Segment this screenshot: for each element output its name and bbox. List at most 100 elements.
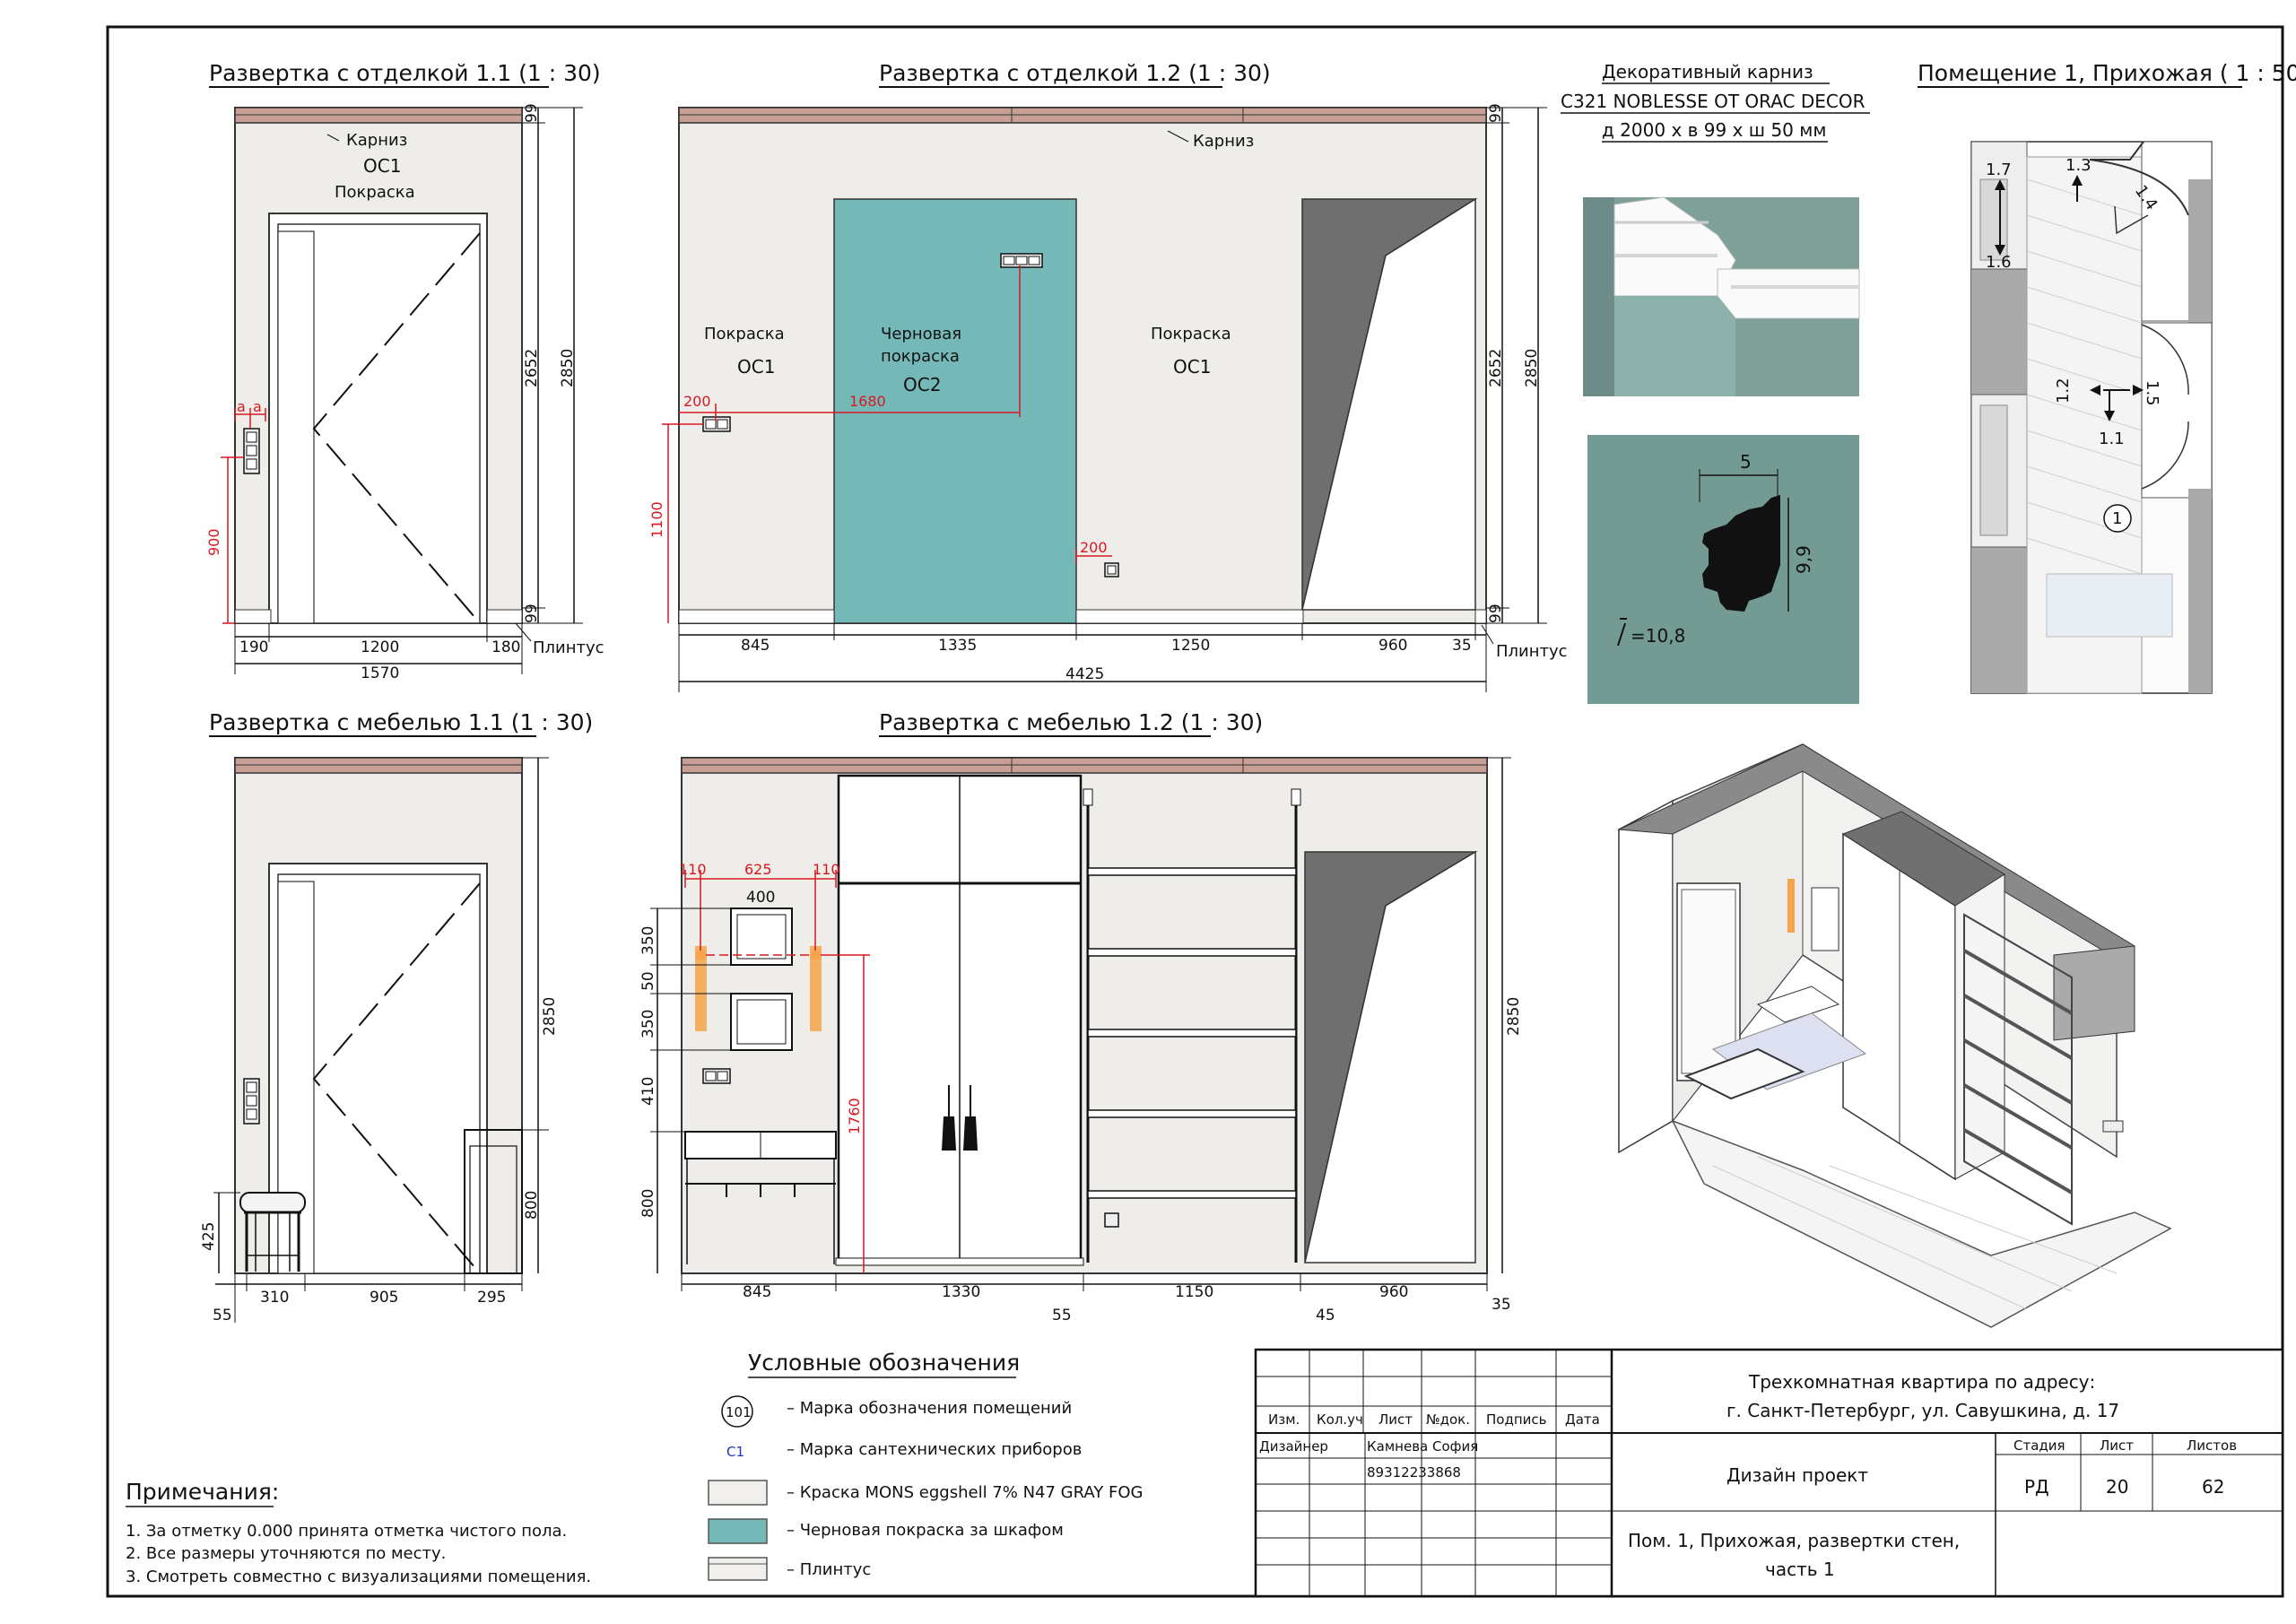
- view-title: Развертка с мебелью 1.2 (1 : 30): [879, 709, 1263, 735]
- legend: Условные обозначения 101 – Марка обознач…: [708, 1350, 1144, 1581]
- cornice-profile-shape: [1702, 495, 1780, 612]
- note-2: 2. Все размеры уточняются по месту.: [126, 1544, 446, 1563]
- dim-800: 800: [639, 1189, 657, 1218]
- view-wall-1-1-furniture: Развертка с мебелью 1.1 (1 : 30) 2850 80…: [200, 709, 593, 1324]
- dim-180: 180: [491, 638, 520, 656]
- dim-2850: 2850: [1505, 997, 1523, 1036]
- tb-sheet-title-1: Пом. 1, Прихожая, развертки стен,: [1628, 1530, 1960, 1551]
- label-plinth: Плинтус: [1496, 642, 1568, 661]
- plan-mark-1-5: 1.5: [2143, 380, 2161, 406]
- dim-99-bottom: 99: [523, 604, 541, 623]
- label-paint-right: Покраска: [1151, 325, 1231, 343]
- dim-350-top: 350: [639, 926, 657, 955]
- plan-mark-1-2: 1.2: [2054, 378, 2073, 404]
- open-shelving: [1083, 788, 1301, 1263]
- tb-doc-type: Дизайн проект: [1726, 1464, 1868, 1486]
- legend-item-rough-paint: – Черновая покраска за шкафом: [787, 1521, 1064, 1540]
- wall-lamp-left: [695, 946, 707, 1031]
- view-wall-1-1-finish: Развертка с отделкой 1.1 (1 : 30) Карниз…: [205, 60, 604, 682]
- dim-55: 55: [213, 1307, 232, 1324]
- angle-label: =10,8: [1631, 625, 1685, 647]
- isometric-view: [1617, 743, 2172, 1328]
- cornice-title-3: д 2000 х в 99 х ш 50 мм: [1602, 119, 1826, 141]
- iso-shelving: [1963, 913, 2073, 1226]
- label-cornice: Карниз: [346, 131, 407, 150]
- dim-190: 190: [239, 638, 268, 656]
- label-oc1: ОС1: [363, 155, 401, 177]
- plan-title: Помещение 1, Прихожая ( 1 : 50): [1918, 60, 2296, 86]
- dim-red-a2: a: [253, 398, 262, 415]
- cornice-title-1: Декоративный карниз: [1602, 61, 1813, 83]
- tb-header-list: Лист: [1378, 1411, 1413, 1428]
- dim-red-a1: a: [237, 398, 246, 415]
- dim-red-110-right: 110: [813, 861, 840, 878]
- cornice-detail: Декоративный карниз C321 NOBLESSE ОТ ORA…: [1561, 61, 1870, 704]
- legend-item-paint: – Краска MONS eggshell 7% N47 GRAY FOG: [787, 1483, 1144, 1502]
- label-rough-2: покраска: [881, 347, 960, 366]
- stool: [239, 1192, 306, 1272]
- tb-header-date: Дата: [1565, 1411, 1600, 1428]
- tb-designer-name: Камнева София: [1367, 1438, 1478, 1455]
- dim-99-bottom: 99: [1487, 604, 1505, 623]
- dim-red-900: 900: [205, 528, 222, 556]
- view-title: Развертка с мебелью 1.1 (1 : 30): [209, 709, 593, 735]
- rough-paint-area: [833, 198, 1077, 624]
- dim-1330: 1330: [942, 1283, 980, 1301]
- dim-red-625: 625: [744, 861, 772, 878]
- room-number: 1: [2112, 509, 2122, 528]
- tb-header-kol: Кол.уч: [1317, 1411, 1363, 1428]
- dim-1250: 1250: [1171, 637, 1210, 655]
- dim-800: 800: [523, 1191, 541, 1220]
- plan-mark-1-6: 1.6: [1986, 253, 2012, 272]
- dim-45: 45: [1316, 1307, 1335, 1324]
- dim-50: 50: [639, 971, 657, 991]
- dim-55: 55: [1052, 1307, 1072, 1324]
- label-cornice: Карниз: [1193, 132, 1254, 151]
- notes-title: Примечания:: [126, 1479, 279, 1505]
- dim-400: 400: [746, 889, 775, 907]
- dim-1200: 1200: [361, 638, 399, 656]
- iso-floor: [1671, 1119, 2172, 1328]
- dim-2850: 2850: [559, 349, 577, 387]
- dim-350-bottom: 350: [639, 1010, 657, 1038]
- plan-mark-1-1: 1.1: [2099, 430, 2125, 448]
- tb-project-line-1: Трехкомнатная квартира по адресу:: [1748, 1371, 2095, 1393]
- legend-item-fixture-mark: – Марка сантехнических приборов: [787, 1440, 1082, 1459]
- dim-cornice-height: 9,9: [1793, 545, 1814, 574]
- dim-1150: 1150: [1175, 1283, 1213, 1301]
- view-wall-1-2-finish: Развертка с отделкой 1.2 (1 : 30) Карниз…: [648, 60, 1568, 692]
- dim-1335: 1335: [938, 637, 977, 655]
- notes: Примечания: 1. За отметку 0.000 принята …: [126, 1479, 591, 1586]
- dim-red-1100: 1100: [648, 501, 665, 538]
- legend-item-plinth: – Плинтус: [787, 1560, 871, 1579]
- dim-1570: 1570: [361, 664, 399, 682]
- dim-295: 295: [477, 1289, 506, 1307]
- dim-960: 960: [1378, 637, 1407, 655]
- label-oc2: ОС2: [903, 374, 941, 395]
- sheet-frame: [106, 25, 2284, 1598]
- dim-2652: 2652: [523, 349, 541, 387]
- console-table: [464, 1129, 523, 1274]
- dim-cornice-width: 5: [1740, 451, 1752, 473]
- note-3: 3. Смотреть совместно с визуализациями п…: [126, 1568, 591, 1586]
- tb-sheet-title-2: часть 1: [1765, 1559, 1835, 1580]
- dim-red-110-left: 110: [679, 861, 707, 878]
- dim-410: 410: [639, 1077, 657, 1106]
- socket-bottom: [1104, 1212, 1119, 1228]
- tb-designer-role: Дизайнер: [1259, 1438, 1328, 1455]
- label-paint-left: Покраска: [704, 325, 785, 343]
- tb-sheet-label: Лист: [2100, 1437, 2134, 1454]
- view-title: Развертка с отделкой 1.1 (1 : 30): [209, 60, 601, 86]
- legend-item-room-mark: – Марка обозначения помещений: [787, 1399, 1072, 1418]
- plan-mark-1-7: 1.7: [1986, 161, 2012, 179]
- dim-310: 310: [260, 1289, 289, 1307]
- tb-phone: 89312233868: [1367, 1464, 1461, 1481]
- note-1: 1. За отметку 0.000 принята отметка чист…: [126, 1522, 567, 1541]
- dim-35: 35: [1452, 637, 1472, 655]
- tb-sheets: 62: [2202, 1476, 2224, 1498]
- dim-red-200-top: 200: [683, 393, 711, 410]
- label-oc1-left: ОС1: [737, 356, 775, 378]
- tb-project-line-2: г. Санкт-Петербург, ул. Савушкина, д. 17: [1726, 1400, 2119, 1421]
- floor-plan: Помещение 1, Прихожая ( 1 : 50): [1918, 60, 2296, 694]
